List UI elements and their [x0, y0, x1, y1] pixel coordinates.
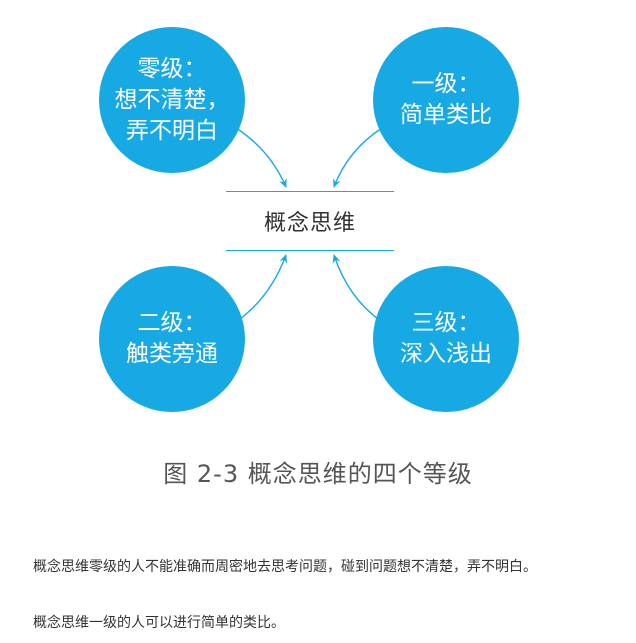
circle-level1: 一级： 简单类比 — [373, 27, 519, 173]
circle-level1-line1: 一级： — [411, 71, 481, 97]
arrow-level3 — [332, 254, 383, 323]
circle-level3: 三级： 深入浅出 — [373, 266, 519, 412]
paragraph-level0: 概念思维零级的人不能准确而周密地去思考问题，碰到问题想不清楚，弄不明白。 — [33, 559, 537, 575]
arrow-level0 — [235, 127, 287, 188]
circle-level0-line1: 零级： — [137, 55, 207, 82]
circle-level1-line2: 简单类比 — [400, 102, 492, 128]
paragraph-level1: 概念思维一级的人可以进行简单的类比。 — [33, 615, 285, 631]
concept-thinking-figure: 零级： 想不清楚， 弄不明白 一级： 简单类比 二级： 触类旁通 三级： 深入浅… — [99, 27, 519, 412]
circle-level2-line1: 二级： — [137, 310, 207, 336]
circle-level3-line2: 深入浅出 — [400, 341, 492, 367]
circle-level0-line2: 想不清楚， — [114, 86, 230, 113]
circle-level3-line1: 三级： — [411, 310, 481, 336]
arrow-level2 — [235, 254, 287, 323]
circle-level0-line3: 弄不明白 — [126, 117, 218, 144]
circle-level2: 二级： 触类旁通 — [99, 266, 245, 412]
circle-level2-line2: 触类旁通 — [126, 341, 218, 367]
arrow-level1 — [333, 127, 383, 188]
circle-level0: 零级： 想不清楚， 弄不明白 — [99, 27, 245, 173]
center-label: 概念思维 — [226, 191, 394, 251]
figure-caption: 图 2-3 概念思维的四个等级 — [163, 460, 473, 488]
